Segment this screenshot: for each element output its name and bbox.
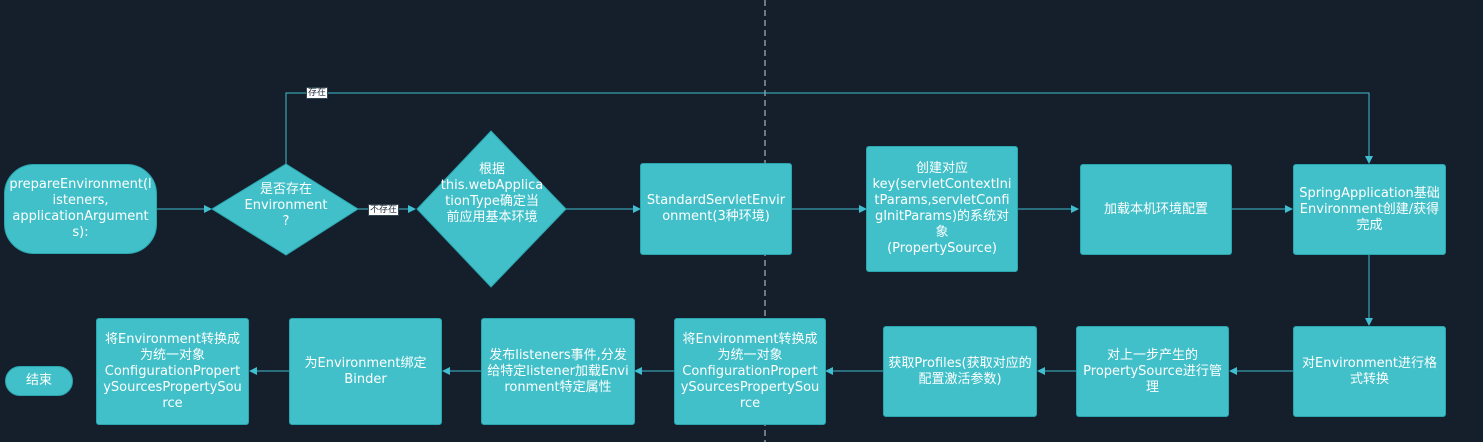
decision-type-label: 根据 this.webApplicationType确定当前应用基本环境 — [440, 162, 544, 225]
edge-label-not-exists: 不存在 — [368, 204, 400, 216]
environment-done-node: SpringApplication基础Environment创建/获得完成 — [1293, 164, 1446, 255]
profiles-node: 获取Profiles(获取对应的配置激活参数) — [883, 326, 1037, 417]
decision-exists-label: 是否存在 Environment ? — [244, 182, 328, 229]
property-source-node: 创建对应 key(servletContextInitParams,servle… — [866, 146, 1018, 272]
edge-decision-yes — [285, 92, 1373, 164]
decision-type-shape — [416, 130, 567, 288]
publish-listeners-node: 发布listeners事件,分发给特定listener加载Environment… — [481, 318, 635, 425]
standard-environment-node: StandardServletEnvironment(3种环境) — [640, 163, 792, 255]
bind-binder-node: 为Environment绑定 Binder — [289, 318, 442, 425]
manage-property-source-node: 对上一步产生的 PropertySource进行管理 — [1076, 326, 1229, 417]
decision-exists-shape — [211, 163, 359, 256]
convert-unified-node-1: 将Environment转换成为统一对象 ConfigurationProper… — [674, 318, 826, 425]
load-local-config-node: 加载本机环境配置 — [1080, 164, 1232, 255]
convert-unified-node-2: 将Environment转换成为统一对象 ConfigurationProper… — [96, 318, 249, 425]
format-convert-node: 对Environment进行格式转换 — [1293, 326, 1446, 417]
end-node: 结束 — [5, 366, 73, 396]
start-node: prepareEnvironment(listeners, applicatio… — [4, 164, 157, 254]
edge-label-exists: 存在 — [306, 87, 329, 99]
